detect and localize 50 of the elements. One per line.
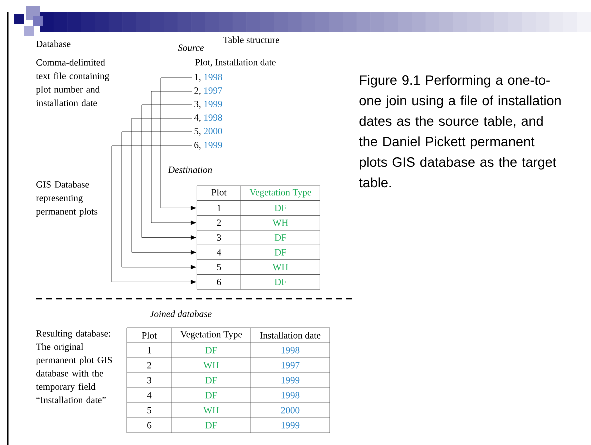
source-row: 3, 1999: [194, 101, 222, 109]
table-cell: 5: [148, 407, 152, 414]
table-cell: 1998: [282, 392, 300, 399]
table-cell: 1998: [282, 347, 300, 354]
table-row: 6 DF: [197, 274, 320, 290]
description-text: Resulting database: The original permanent plot GIS database with the temporary field “Installation date”: [36, 330, 112, 404]
table-cell: WH: [204, 407, 220, 414]
table-cell: DF: [206, 377, 218, 384]
source-row: 6, 1999: [194, 142, 222, 150]
column-header: Installation date: [260, 332, 321, 339]
arrow: [142, 104, 196, 240]
field-names: Plot, Installation date: [195, 58, 276, 68]
section-heading: Table structure: [223, 36, 280, 44]
arrow: [151, 91, 196, 226]
table-row: 5 WH: [197, 260, 320, 275]
arrow: [122, 132, 196, 270]
source-row: 1, 1998: [195, 74, 222, 82]
description-text: Comma-delimited text file containing plot number and installation date: [36, 59, 110, 106]
table-header: Plot Vegetation Type: [197, 186, 320, 201]
table-cell: 1997: [282, 362, 300, 369]
figure-caption: Figure 9.1 Performing a one-to-one join using a file of installation dates as the source table, and the Daniel Pickett permanent plots GIS database as the target table.: [359, 75, 561, 188]
table-cell: 1999: [282, 377, 300, 384]
table-cell: DF: [206, 347, 218, 354]
table-row: 1 DF: [197, 200, 320, 216]
arrow: [160, 78, 196, 211]
table-row: 2 WH: [197, 215, 320, 231]
table-cell: 1999: [282, 422, 300, 429]
source-row: 4, 1998: [194, 114, 222, 122]
column-header: Vegetation Type: [180, 331, 242, 340]
table-cell: DF: [206, 392, 218, 399]
description-text: GIS Database representing permanent plots: [36, 181, 98, 217]
table-name: Destination: [168, 166, 212, 174]
table-cell: 4: [147, 392, 152, 399]
table-name: Joined database: [150, 310, 212, 318]
arrow: [112, 146, 196, 285]
table-cell: 2000: [281, 407, 300, 414]
source-row: 5, 2000: [194, 128, 222, 136]
table-cell: 2: [148, 362, 152, 369]
section-heading: Database: [36, 40, 71, 48]
table-cell: WH: [204, 362, 220, 369]
table-cell: DF: [206, 422, 218, 429]
table-row: 4 DF: [197, 245, 320, 260]
source-row: 2, 1997: [194, 88, 222, 96]
table-cell: 3: [148, 377, 152, 384]
table-cell: 1: [148, 347, 152, 354]
table-name: Source: [178, 44, 204, 52]
arrow: [132, 118, 196, 255]
table-cell: 6: [148, 422, 152, 429]
column-header: Plot: [142, 332, 158, 339]
table-row: 3 DF: [197, 230, 320, 246]
